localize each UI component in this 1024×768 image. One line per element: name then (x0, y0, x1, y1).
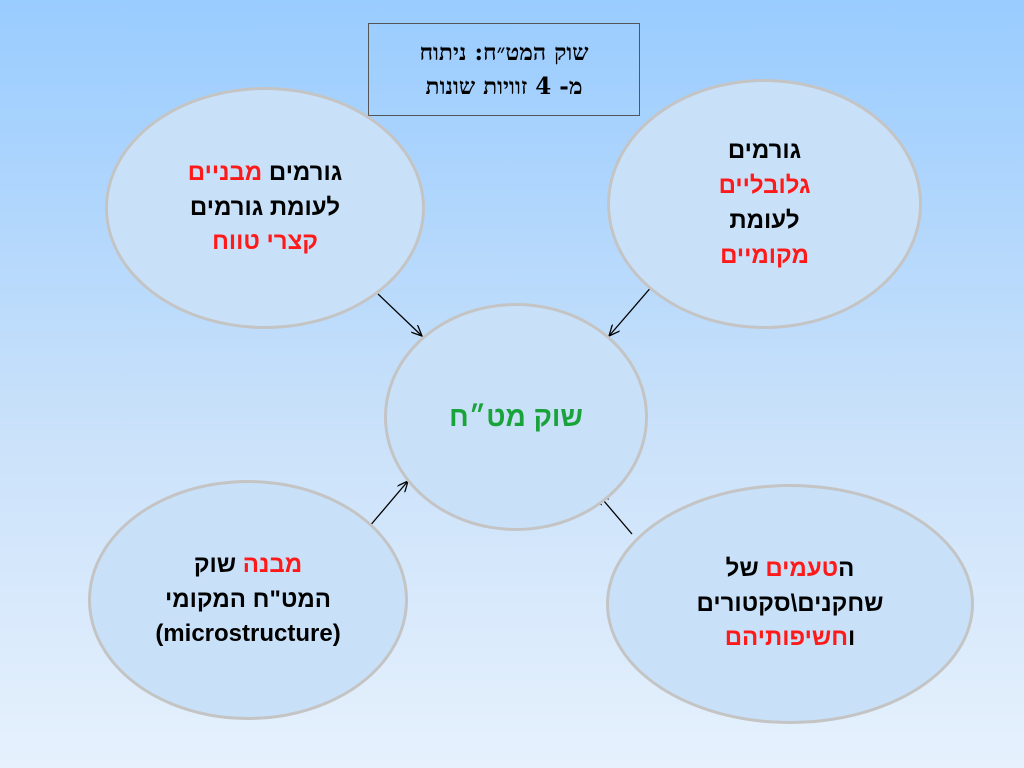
bubble-br-highlight-preferences: טעמים (765, 554, 839, 582)
arrow-bottom-left (368, 481, 408, 528)
bubble-tl-text-a: גורמים (262, 158, 343, 186)
bubble-br-line-3: וחשיפותיהם (725, 621, 856, 656)
title-line-2: מ- 4 זוויות שונות (425, 72, 583, 100)
bubble-br-line-1: הטעמים של (726, 552, 855, 587)
bubble-tl-line-1: גורמים מבניים (188, 156, 342, 191)
bubble-br-text-a: ה (838, 554, 855, 582)
bubble-player-preferences-exposures: הטעמים של שחקנים\סקטורים וחשיפותיהם (606, 484, 974, 724)
center-label: שוק מט״ח (449, 400, 583, 432)
title-box: שוק המט״ח: ניתוח מ- 4 זוויות שונות (368, 23, 640, 116)
bubble-center-fx-market: שוק מט״ח (384, 303, 648, 531)
arrow-top-left (377, 293, 422, 336)
bubble-structural-vs-short-term: גורמים מבניים לעומת גורמים קצרי טווח (105, 87, 425, 329)
title-line-1: שוק המט״ח: ניתוח (419, 39, 589, 67)
bubble-tl-highlight-structural: מבניים (187, 158, 263, 186)
arrow-top-right (609, 284, 654, 336)
bubble-bl-line-3: (microstructure) (155, 620, 341, 648)
bubble-tr-line-1: גורמים (727, 137, 802, 165)
bubble-tr-highlight-local: מקומיים (720, 241, 809, 269)
bubble-market-microstructure: מבנה שוק המט"ח המקומי (microstructure) (88, 480, 408, 720)
bubble-tr-line-3: לעומת (729, 207, 800, 234)
bubble-tl-line-2: לעומת גורמים (189, 193, 341, 221)
bubble-bl-text-b: שוק (193, 550, 243, 578)
bubble-tl-highlight-short-term: קצרי טווח (212, 228, 318, 256)
bubble-br-highlight-exposures: חשיפותיהם (724, 624, 849, 652)
bubble-bl-highlight-structure: מבנה (242, 550, 303, 578)
bubble-tr-highlight-global: גלובליים (718, 172, 811, 200)
bubble-br-text-c: של (725, 554, 766, 582)
bubble-br-text-vav: ו (848, 624, 856, 652)
bubble-br-line-2: שחקנים\סקטורים (696, 589, 884, 617)
bubble-bl-line-2: המט"ח המקומי (164, 585, 332, 613)
bubble-global-vs-local: גורמים גלובליים לעומת מקומיים (607, 79, 922, 329)
bubble-bl-line-1: מבנה שוק (194, 548, 302, 583)
